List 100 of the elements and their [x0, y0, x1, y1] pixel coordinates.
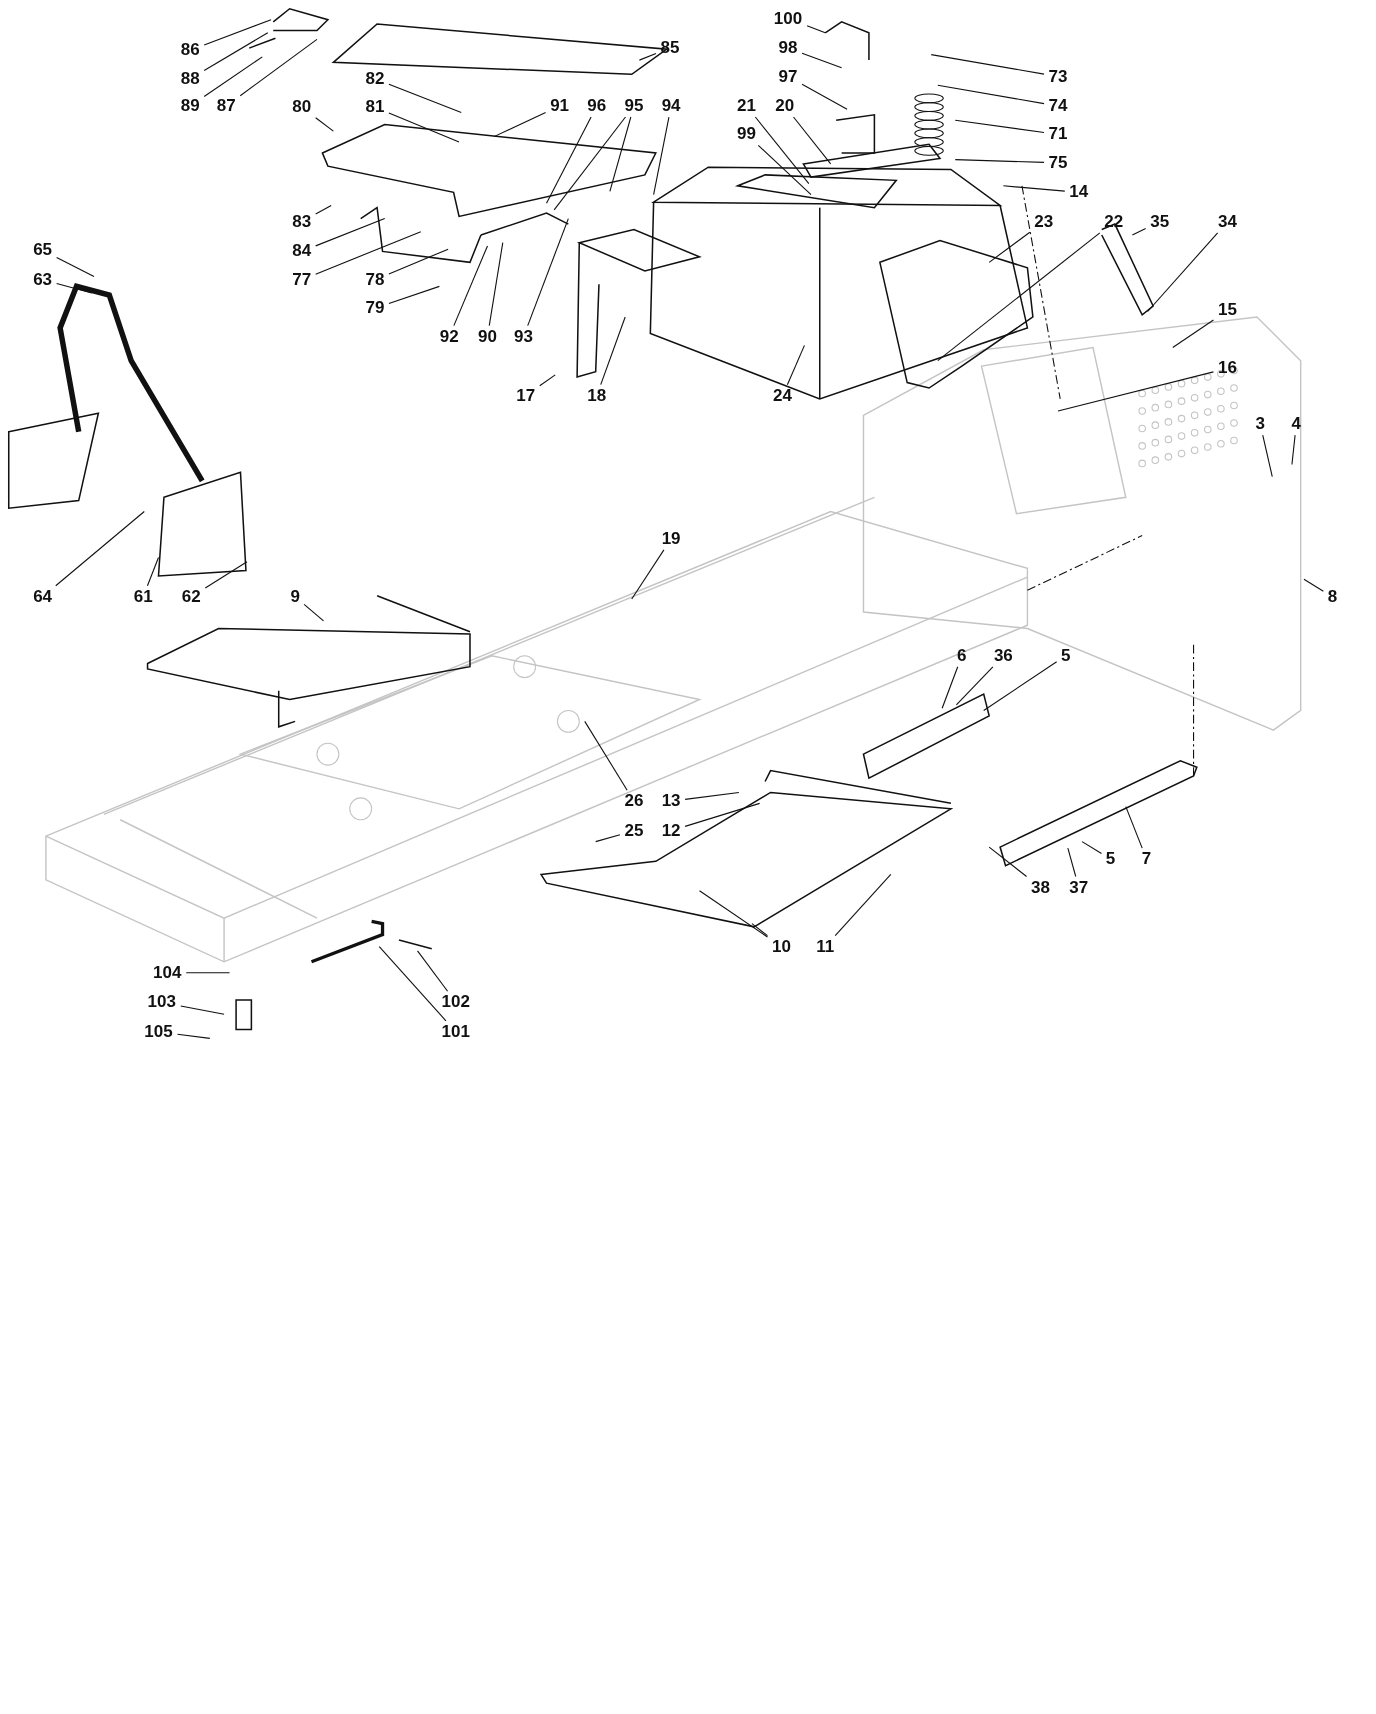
leader-line — [609, 116, 632, 192]
callout-number: 73 — [1048, 66, 1068, 87]
leader-line — [545, 116, 592, 204]
callout-number: 23 — [1034, 211, 1054, 232]
leader-line — [1067, 847, 1077, 878]
callout-number: 83 — [292, 211, 312, 232]
leader-line — [937, 84, 1045, 105]
callout-number: 24 — [773, 385, 793, 406]
leader-line — [834, 873, 892, 937]
callout-number: 84 — [292, 241, 312, 262]
leader-line — [203, 19, 272, 46]
callout-number: 12 — [661, 820, 681, 841]
leader-line — [315, 204, 332, 215]
leader-line — [600, 316, 626, 386]
callout-number: 16 — [1218, 358, 1237, 379]
leader-line — [203, 32, 269, 71]
callout-number: 92 — [439, 326, 459, 347]
leader-line — [801, 83, 848, 110]
callout-number: 8 — [1327, 586, 1338, 607]
leader-line — [757, 144, 812, 196]
callout-number: 13 — [661, 791, 681, 812]
callout-number: 37 — [1069, 877, 1089, 898]
callout-number: 89 — [180, 96, 200, 116]
leader-line — [595, 834, 621, 843]
callout-number: 75 — [1048, 152, 1068, 173]
leader-line — [1002, 185, 1066, 192]
callout-number: 14 — [1069, 182, 1089, 203]
callout-number: 71 — [1048, 124, 1068, 145]
callout-number: 17 — [516, 385, 536, 406]
leader-line — [315, 117, 334, 132]
leader-line — [388, 83, 462, 114]
leader-line — [388, 112, 460, 143]
leader-line — [988, 231, 1031, 263]
callout-number: 101 — [441, 1021, 470, 1042]
callout-number: 3 — [1255, 414, 1265, 435]
callout-number: 36 — [993, 645, 1013, 666]
callout-number: 103 — [147, 992, 176, 1013]
leader-line — [488, 242, 504, 327]
leader-line — [146, 556, 160, 587]
callout-number: 65 — [33, 240, 53, 261]
leader-line — [56, 256, 95, 278]
callout-number: 81 — [365, 97, 385, 118]
callout-number: 62 — [181, 586, 201, 607]
callout-number: 19 — [661, 528, 681, 549]
callout-number: 77 — [292, 269, 312, 290]
callout-number: 20 — [775, 96, 795, 116]
leader-line — [539, 374, 556, 387]
leader-line — [1262, 434, 1273, 478]
leader-line — [584, 720, 628, 791]
callout-number: 78 — [365, 269, 385, 290]
leader-line — [983, 661, 1058, 711]
leader-line — [937, 232, 1101, 362]
leader-line — [527, 218, 569, 327]
callout-number: 99 — [737, 124, 756, 145]
callout-number: 6 — [957, 645, 967, 666]
callout-number: 86 — [180, 40, 200, 61]
callout-number: 63 — [33, 269, 53, 290]
callout-number: 98 — [778, 38, 798, 59]
callout-number: 96 — [587, 96, 607, 116]
callout-number: 25 — [624, 820, 644, 841]
leader-line — [1291, 434, 1296, 466]
callout-number: 88 — [180, 68, 200, 89]
callout-number: 21 — [737, 96, 756, 116]
callout-number: 91 — [550, 96, 570, 116]
leader-line — [315, 218, 386, 247]
callout-number: 22 — [1104, 211, 1124, 232]
leader-line — [1131, 228, 1147, 236]
leader-line — [493, 112, 547, 138]
leader-line — [806, 25, 826, 34]
callout-number: 100 — [773, 8, 803, 29]
leader-line — [303, 603, 325, 622]
leader-line — [1125, 806, 1143, 849]
leader-line — [653, 116, 670, 196]
callout-number: 4 — [1291, 414, 1302, 435]
leader-line — [698, 890, 769, 938]
callout-number: 104 — [153, 962, 182, 983]
callout-number: 93 — [514, 326, 533, 347]
leader-line — [180, 1005, 225, 1015]
leader-line — [792, 116, 832, 165]
leader-line — [684, 802, 761, 827]
leader-line — [56, 283, 93, 294]
leader-line — [416, 950, 449, 992]
leader-line — [388, 285, 440, 305]
leader-line — [1081, 841, 1103, 855]
callout-number: 74 — [1048, 96, 1068, 116]
leader-line — [941, 666, 959, 709]
callout-number: 26 — [624, 791, 644, 812]
leader-line — [203, 56, 263, 98]
callout-number: 85 — [660, 38, 680, 59]
callout-number: 11 — [816, 936, 835, 957]
leader-line — [954, 119, 1045, 134]
callout-number: 5 — [1060, 645, 1071, 666]
leader-line — [453, 245, 489, 327]
leader-line — [1057, 371, 1214, 412]
leader-line — [55, 510, 145, 587]
leader-line — [801, 52, 843, 69]
callout-number: 7 — [1141, 849, 1152, 870]
leader-line — [1172, 319, 1214, 349]
leader-line — [638, 53, 657, 61]
callout-number: 9 — [290, 586, 300, 607]
